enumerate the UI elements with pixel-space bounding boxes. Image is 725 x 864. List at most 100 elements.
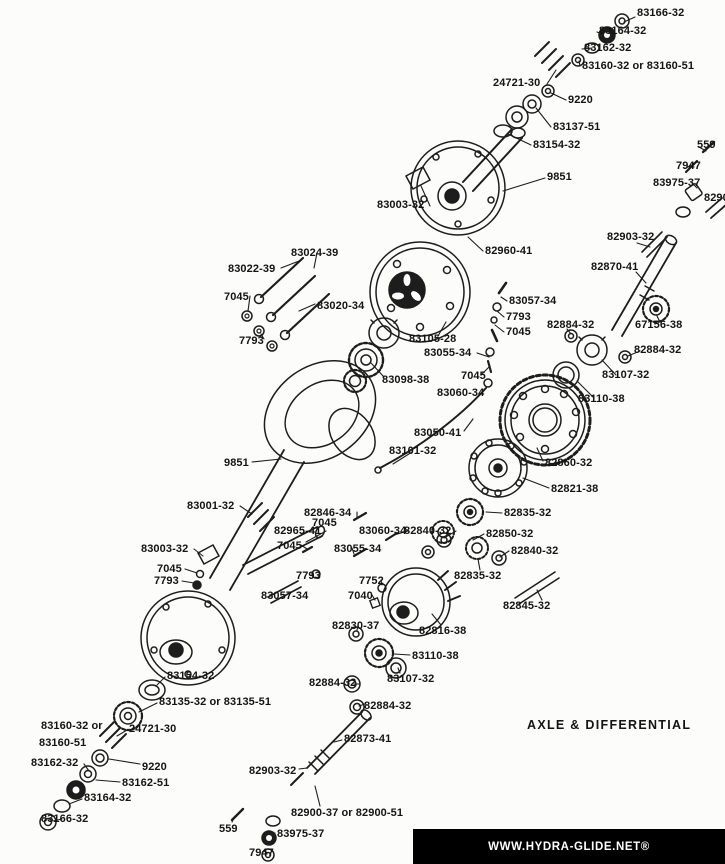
part-label: 83137-51 [553, 121, 601, 133]
part-label: 559 [697, 139, 716, 151]
part-label: 83101-32 [389, 445, 437, 457]
brake-drum [369, 241, 471, 343]
part-label: 83162-51 [122, 777, 170, 789]
part-label: 82850-32 [486, 528, 534, 540]
spring-icon [534, 41, 571, 78]
part-label: 82960-41 [485, 245, 533, 257]
part-label: 7793 [154, 575, 179, 587]
part-label: 7045 [312, 517, 337, 529]
part-label: 7045 [461, 370, 486, 382]
part-label: 9220 [142, 761, 167, 773]
part-label: 83107-32 [387, 673, 435, 685]
part-label: 82830-37 [332, 620, 380, 632]
upper-axle-nut-stack [493, 13, 630, 138]
part-label: 83057-34 [509, 295, 557, 307]
part-label: 82884-32 [309, 677, 357, 689]
part-label: 7045 [224, 291, 249, 303]
axle-shaft-right [552, 140, 725, 389]
part-label: 559 [219, 823, 238, 835]
part-label: 7045 [277, 540, 302, 552]
part-label: 7752 [359, 575, 384, 587]
part-label: 83162-32 [584, 42, 632, 54]
part-label: 83024-39 [291, 247, 339, 259]
part-label: 82870-41 [591, 261, 639, 273]
differential-case [468, 438, 528, 498]
part-label: 83975-37 [653, 177, 701, 189]
part-label: 7793 [296, 570, 321, 582]
part-label: 83098-38 [382, 374, 430, 386]
part-label: 83164-32 [599, 25, 647, 37]
lower-bearing-chain [39, 679, 166, 831]
part-label: 7947 [676, 160, 701, 172]
part-label: 83154-32 [167, 670, 215, 682]
part-label: 82835-32 [504, 507, 552, 519]
part-label: 82835-32 [454, 570, 502, 582]
differential-gears [421, 497, 560, 605]
diagram-title: AXLE & DIFFERENTIAL [527, 718, 692, 732]
axle-flange [140, 590, 236, 686]
part-label: 7793 [506, 311, 531, 323]
chain-sprocket [498, 373, 592, 467]
watermark-bar: WWW.HYDRA-GLIDE.NET® [413, 829, 725, 864]
axle-rod-middle [192, 511, 399, 642]
part-label: 67156-38 [635, 319, 683, 331]
part-label: 82821-38 [551, 483, 599, 495]
part-label: 82965-41 [274, 525, 322, 537]
part-label: 83060-34 [437, 387, 485, 399]
part-label: 83107-32 [602, 369, 650, 381]
part-label: 7793 [239, 335, 264, 347]
part-label: 7045 [506, 326, 531, 338]
brake-rod-parts [374, 281, 508, 474]
part-label: 83160-32 or [41, 720, 103, 732]
watermark-text: WWW.HYDRA-GLIDE.NET® [488, 840, 650, 853]
part-label: 83001-32 [187, 500, 235, 512]
brake-backing-plate [404, 127, 526, 236]
part-label: 83057-34 [261, 590, 309, 602]
spring-icon [247, 502, 275, 532]
part-label: 7040 [348, 590, 373, 602]
part-label: 82840-32 [404, 525, 452, 537]
part-label: 83154-32 [533, 139, 581, 151]
part-label: 82903-32 [607, 231, 655, 243]
part-label: 82840-32 [511, 545, 559, 557]
part-label: 82873-41 [344, 733, 392, 745]
mounting-bolts [241, 256, 331, 352]
part-label: 83110-38 [412, 650, 459, 662]
drum-bearing-stack [342, 317, 400, 394]
part-label: 24721-30 [493, 77, 541, 89]
part-label: 82900-37 or 82900-51 [291, 807, 404, 819]
part-label: 83110-38 [578, 393, 625, 405]
part-label: 82846-34 [304, 507, 352, 519]
part-label: 24721-30 [129, 723, 177, 735]
part-label: 83105-28 [409, 333, 457, 345]
spring-icon [99, 721, 127, 749]
part-label: 83050-41 [414, 427, 462, 439]
part-label: 83060-34 [359, 525, 407, 537]
part-label: 83160-32 or 83160-51 [582, 60, 695, 72]
part-label: 8290 [704, 192, 725, 204]
part-label: 83162-32 [31, 757, 79, 769]
part-label: 7947 [249, 847, 274, 859]
part-label: 83020-34 [317, 300, 365, 312]
part-label: 82884-32 [634, 344, 682, 356]
part-label: 83975-37 [277, 828, 325, 840]
part-label: 7045 [157, 563, 182, 575]
part-label: 83055-34 [334, 543, 382, 555]
part-label: 83003-32 [377, 199, 425, 211]
part-label: 83166-32 [637, 7, 685, 19]
part-label: 9220 [568, 94, 593, 106]
part-label: 82884-32 [547, 319, 595, 331]
part-label: 82884-32 [364, 700, 412, 712]
part-label: 82845-32 [503, 600, 551, 612]
part-label: 83166-32 [41, 813, 89, 825]
part-label: 82860-32 [545, 457, 593, 469]
axle-shaft-bottom [230, 709, 372, 862]
part-label: 83022-39 [228, 263, 276, 275]
part-label: 9851 [224, 457, 249, 469]
part-label: 9851 [547, 171, 572, 183]
rear-hub [343, 567, 461, 715]
part-label: 83003-32 [141, 543, 189, 555]
